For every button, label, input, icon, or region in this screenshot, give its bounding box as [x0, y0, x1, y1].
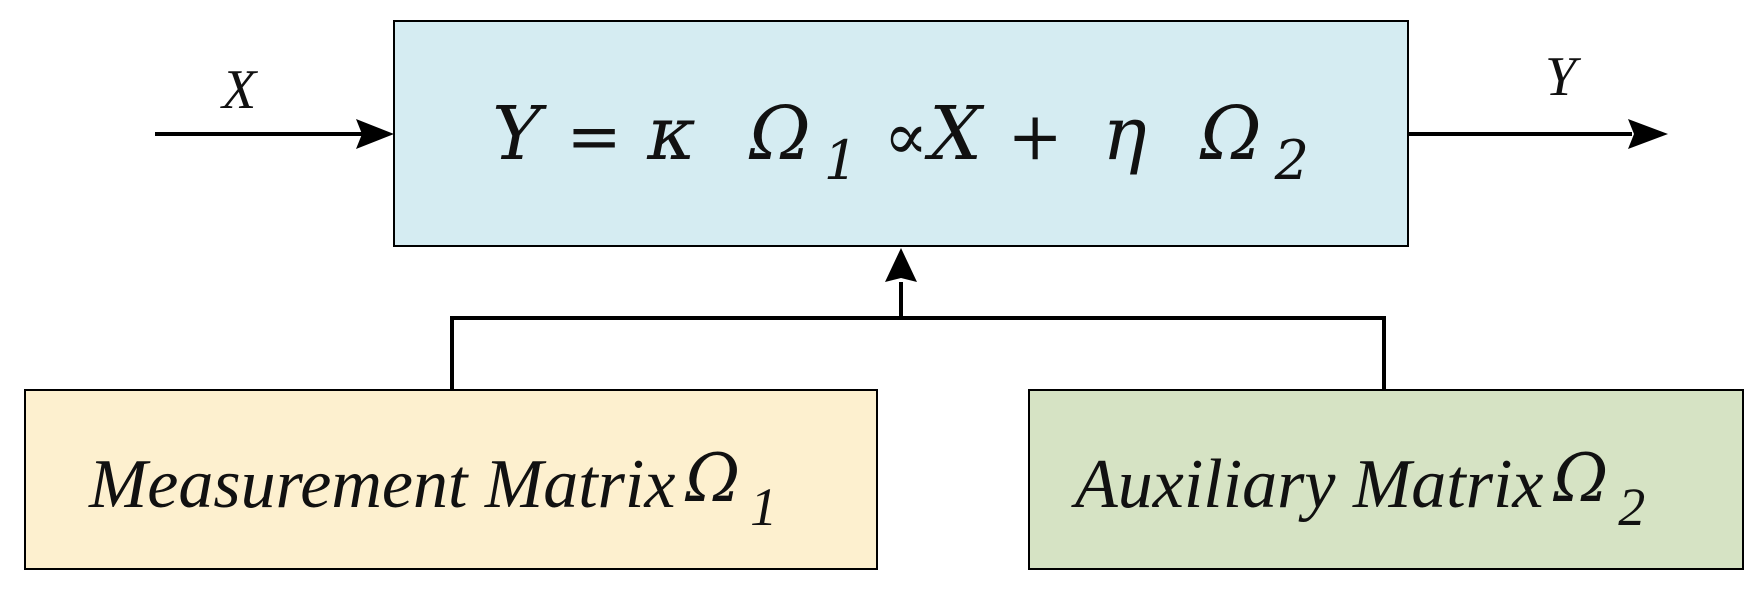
formula-omega1: Ω	[749, 90, 812, 177]
input-label-x: X	[222, 59, 257, 121]
combine-connector	[450, 248, 1386, 389]
formula-kappa: κ	[647, 90, 697, 177]
auxiliary-matrix-text: Auxiliary Matrix	[1075, 445, 1544, 523]
formula-equals: =	[566, 97, 623, 175]
formula-omega2-subscript: 2	[1274, 128, 1310, 192]
auxiliary-matrix-symbol: Ω	[1553, 439, 1609, 517]
formula-propto: ∝	[883, 97, 930, 175]
formula-lhs: Y	[492, 90, 542, 177]
formula-omega1-subscript: 1	[823, 128, 860, 192]
measurement-matrix-subscript: 1	[750, 476, 778, 537]
measurement-matrix-symbol: Ω	[685, 439, 741, 517]
output-label-y: Y	[1545, 46, 1577, 108]
formula-x: X	[929, 90, 983, 177]
output-arrow	[1409, 119, 1668, 149]
measurement-matrix-text: Measurement Matrix	[89, 445, 676, 523]
input-arrow	[155, 119, 394, 149]
formula-plus: +	[1007, 97, 1064, 175]
formula-omega2: Ω	[1200, 90, 1263, 177]
auxiliary-matrix-subscript: 2	[1618, 476, 1646, 537]
formula-eta: η	[1102, 90, 1148, 177]
